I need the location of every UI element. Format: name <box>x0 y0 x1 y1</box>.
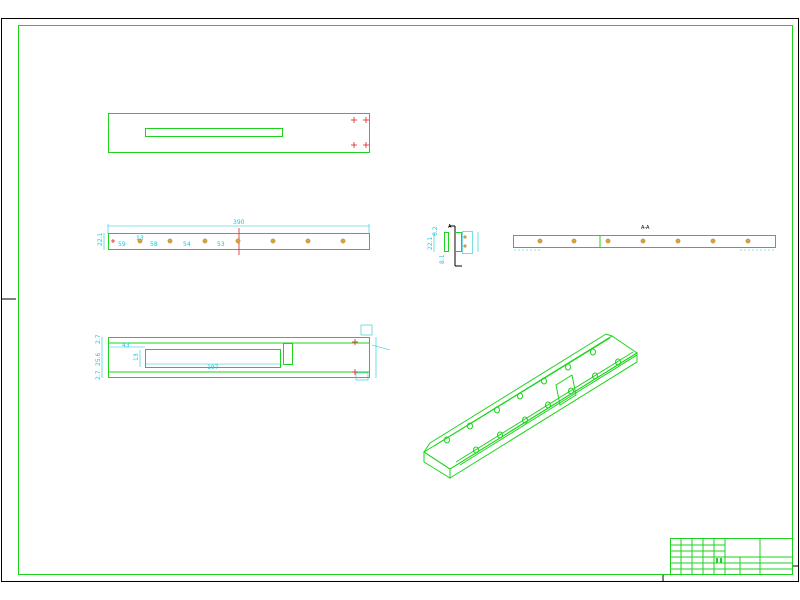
hole <box>137 238 143 244</box>
hole <box>571 238 577 244</box>
isometric-view <box>423 333 638 479</box>
hole <box>305 238 311 244</box>
hole <box>202 238 208 244</box>
section-label: A-A <box>641 225 650 231</box>
top-view-plate <box>108 113 370 153</box>
hole <box>745 238 751 244</box>
hole <box>640 238 646 244</box>
dim-left-1: 2.7 <box>95 334 102 344</box>
dim-spacing-first: 59 <box>118 241 126 248</box>
dim-slot-offset: 43 <box>122 342 130 349</box>
title-block <box>670 538 793 575</box>
section-view: A-A <box>513 225 776 251</box>
hole <box>167 238 173 244</box>
outer-frame <box>1 18 799 582</box>
side-view-label: A <box>448 224 452 230</box>
inner-border <box>18 25 793 575</box>
side-dim-3: 8.1 <box>439 254 446 264</box>
side-view: A 6.2 22.1 8.1 <box>427 224 479 267</box>
dim-slot-width: 13 <box>133 353 140 361</box>
hole <box>340 238 346 244</box>
dim-slot-length: 197 <box>207 364 219 371</box>
hole <box>270 238 276 244</box>
hole <box>605 238 611 244</box>
side-dim-1: 6.2 <box>432 226 439 236</box>
hole <box>710 238 716 244</box>
dim-left-2: 25.6 <box>95 352 102 366</box>
dim-spacing-2: 58 <box>150 241 158 248</box>
hole <box>675 238 681 244</box>
plan-view: 43 13 197 2.7 25.6 2.7 <box>95 324 391 381</box>
dim-spacing-3: 54 <box>183 241 191 248</box>
hole <box>537 238 543 244</box>
dim-spacing-4: 53 <box>217 241 225 248</box>
center-marks <box>351 117 369 148</box>
dim-height: 22.1 <box>97 232 104 246</box>
dim-left-3: 2.7 <box>95 370 102 380</box>
dim-overall-length: 390 <box>233 219 245 226</box>
hole <box>235 238 241 244</box>
dim-spacing-offset: 13 <box>136 235 144 242</box>
side-dim-2: 22.1 <box>427 236 434 250</box>
front-view: 390 22.1 59 13 58 54 53 <box>97 219 370 255</box>
